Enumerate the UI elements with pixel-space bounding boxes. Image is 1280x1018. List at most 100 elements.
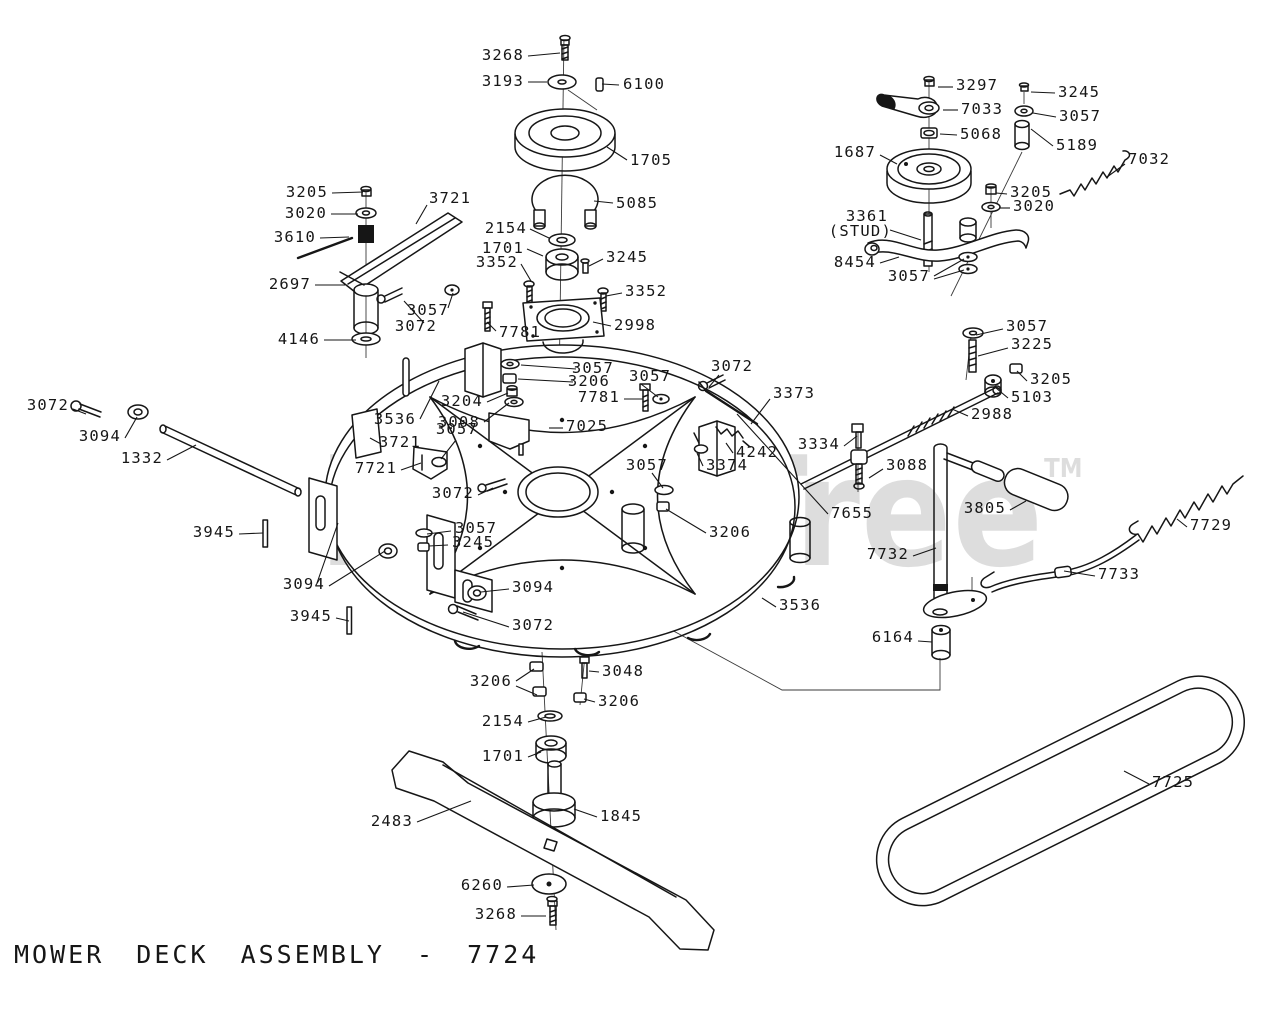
spring-7729 xyxy=(1128,475,1244,543)
clip-3374 xyxy=(693,444,709,454)
leader-line xyxy=(588,258,604,267)
part-label-2154: 2154 xyxy=(485,219,527,237)
leader-line xyxy=(606,146,628,161)
part-label-1845: 1845 xyxy=(600,807,642,825)
washer-3057-lower xyxy=(654,484,674,496)
leader-line xyxy=(592,321,612,327)
leader-line xyxy=(527,751,542,758)
washer-3094-right xyxy=(467,585,487,601)
nut-3206-blade-a xyxy=(529,661,544,672)
part-label-1701: 1701 xyxy=(482,239,524,257)
leader-line xyxy=(1123,770,1150,785)
part-label-4146: 4146 xyxy=(278,330,320,348)
leader-line xyxy=(416,800,472,823)
leader-line xyxy=(761,597,777,608)
part-label-3721: 3721 xyxy=(429,189,471,207)
leader-line xyxy=(1106,163,1126,178)
part-label-3205: 3205 xyxy=(1010,183,1052,201)
leader-line xyxy=(1030,128,1054,147)
part-label-3020: 3020 xyxy=(1013,197,1055,215)
part-label-3334: 3334 xyxy=(798,435,840,453)
watermark-tm: TM xyxy=(1044,454,1083,484)
leader-line xyxy=(520,364,577,370)
washer-3057-hanger xyxy=(415,528,433,538)
handle-tube xyxy=(970,460,1005,482)
leader-line xyxy=(520,263,532,282)
part-label-3297: 3297 xyxy=(956,76,998,94)
deck-center-hole xyxy=(517,466,599,518)
part-label-(STUD): (STUD) xyxy=(829,222,892,240)
part-label-1332: 1332 xyxy=(121,449,163,467)
part-label-3193: 3193 xyxy=(482,72,524,90)
leader-line xyxy=(651,472,664,489)
part-label-3225: 3225 xyxy=(1011,335,1053,353)
leader-line xyxy=(486,392,509,403)
nut-3206-lower xyxy=(656,501,670,512)
part-label-7721: 7721 xyxy=(355,459,397,477)
plate-3721-second xyxy=(351,408,382,459)
brake-arm-8454 xyxy=(867,229,1030,262)
part-label-5103: 5103 xyxy=(1011,388,1053,406)
leader-line xyxy=(1176,518,1188,528)
leader-line xyxy=(1032,112,1057,118)
part-label-3072: 3072 xyxy=(27,396,69,414)
part-label-1701: 1701 xyxy=(482,747,524,765)
leader-line xyxy=(593,200,614,204)
part-label-3057: 3057 xyxy=(1059,107,1101,125)
right-idler-assembly xyxy=(864,75,1131,275)
blade-assembly xyxy=(391,656,715,951)
part-label-3020: 3020 xyxy=(285,204,327,222)
leader-line xyxy=(696,452,704,467)
part-label-5189: 5189 xyxy=(1056,136,1098,154)
spindle-top-assembly xyxy=(482,34,616,354)
leader-line xyxy=(736,413,829,515)
part-label-6164: 6164 xyxy=(872,628,914,646)
part-label-3057: 3057 xyxy=(888,267,930,285)
nut-3206-blade-c xyxy=(573,692,587,703)
part-label-3245: 3245 xyxy=(1058,83,1100,101)
leader-line xyxy=(335,617,350,622)
leader-line xyxy=(527,52,561,57)
part-label-7733: 7733 xyxy=(1098,565,1140,583)
part-label-6100: 6100 xyxy=(623,75,665,93)
leader-lines xyxy=(72,52,1188,917)
leader-line xyxy=(480,588,510,593)
part-label-3094: 3094 xyxy=(283,575,325,593)
leader-line xyxy=(527,716,547,723)
cotter-3072-far-left xyxy=(70,400,82,412)
bolt-7781-left xyxy=(482,301,493,309)
part-label-2998: 2998 xyxy=(614,316,656,334)
part-label-7655: 7655 xyxy=(831,504,873,522)
washer-3008 xyxy=(504,396,524,408)
part-label-3205: 3205 xyxy=(286,183,328,201)
part-label-3374: 3374 xyxy=(706,456,748,474)
part-label-7781: 7781 xyxy=(499,323,541,341)
washer-3057-stack xyxy=(500,358,520,370)
part-label-2483: 2483 xyxy=(371,812,413,830)
part-label-1687: 1687 xyxy=(834,143,876,161)
brake-bar-7732 xyxy=(933,443,948,599)
washer-3057-7721 xyxy=(431,456,447,468)
leader-line xyxy=(72,408,87,415)
rod-7733 xyxy=(980,534,1140,593)
leader-line xyxy=(328,550,386,587)
washer-3020-right xyxy=(981,201,1001,213)
part-label-4242: 4242 xyxy=(736,443,778,461)
pin-6100 xyxy=(595,77,604,92)
part-label-3245: 3245 xyxy=(606,248,648,266)
part-label-2154: 2154 xyxy=(482,712,524,730)
pulley-1687 xyxy=(886,148,972,190)
leader-line xyxy=(1016,370,1028,382)
part-label-3610: 3610 xyxy=(274,228,316,246)
leader-line xyxy=(1009,500,1027,511)
part-label-3088: 3088 xyxy=(886,456,928,474)
part-label-3072: 3072 xyxy=(512,616,554,634)
washer-4146 xyxy=(351,332,381,346)
part-label-3204: 3204 xyxy=(441,392,483,410)
part-label-3268: 3268 xyxy=(482,46,524,64)
part-label-1705: 1705 xyxy=(630,151,672,169)
cotter-3072-center xyxy=(477,483,487,493)
part-label-3536: 3536 xyxy=(779,596,821,614)
leader-line xyxy=(462,611,510,628)
pivot-2697 xyxy=(353,283,379,297)
